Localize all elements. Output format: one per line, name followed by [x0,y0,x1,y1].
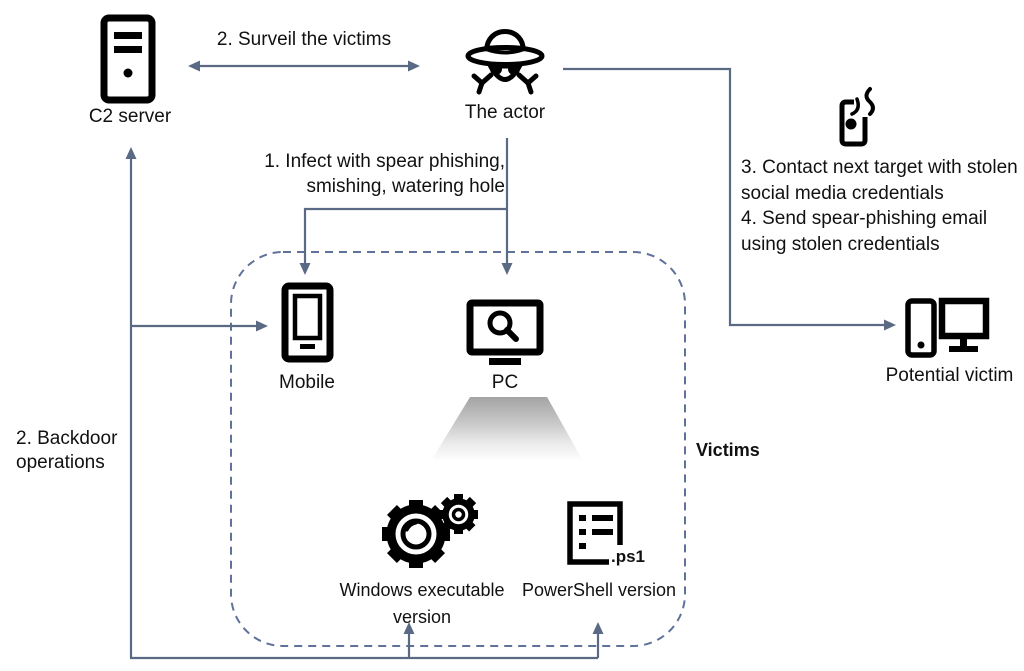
desktop-computer-icon [905,297,990,358]
contact-step4: 4. Send spear-phishing email using stole… [741,208,988,255]
small-gear [438,494,478,534]
monitor-magnifier-icon [466,299,544,365]
mobile-label: Mobile [279,372,335,393]
infect-annotation-line1: 1. Infect with spear phishing, [264,151,505,172]
ps1-badge: .ps1 [609,545,648,569]
powershell-label: PowerShell version [521,580,677,600]
infect-annotation-line2: smishing, watering hole [306,176,505,197]
victims-group-border [230,251,686,647]
contact-annotation: 3. Contact next target with stolen socia… [741,155,1021,257]
potential-victim-label: Potential victim [885,365,1014,386]
windows-executable-label: Windows executable version [339,580,505,627]
large-gear [382,500,450,568]
contact-step3: 3. Contact next target with stolen socia… [741,157,1018,204]
gears-icon [382,494,478,568]
c2-server-label: C2 server [88,106,172,127]
smartphone-icon [281,282,334,363]
victims-group-label: Victims [696,440,760,460]
pc-label: PC [491,372,519,393]
spy-fedora-icon [465,29,545,95]
surveil-annotation: 2. Surveil the victims [216,29,392,50]
server-tower-icon [100,14,156,104]
backdoor-annotation: 2. Backdoor operations [16,428,118,473]
actor-label: The actor [464,102,546,123]
smishing-phone-icon [839,87,875,147]
